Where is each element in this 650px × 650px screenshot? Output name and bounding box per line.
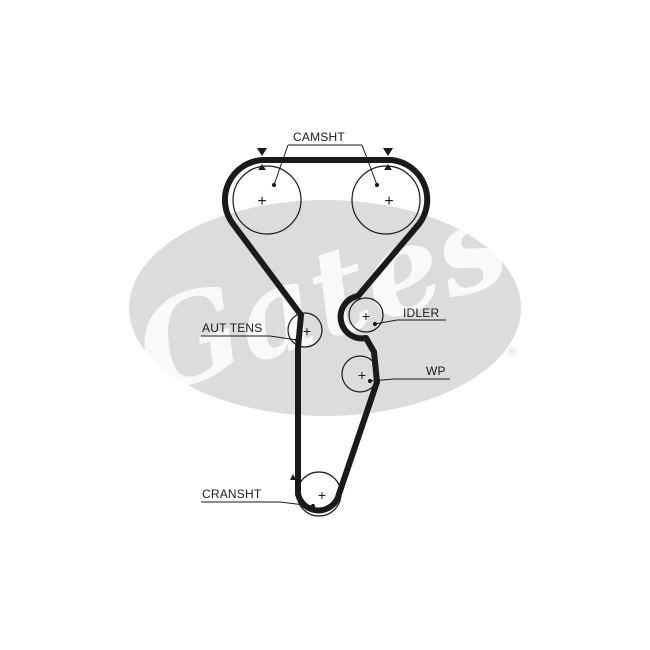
camshaft-right-center-mark: +	[384, 193, 393, 210]
auto-tensioner-leader-dot	[294, 337, 300, 343]
camshaft-left-timing-mark-lower-icon	[258, 164, 266, 170]
water-pump-leader-dot	[367, 378, 373, 384]
idler-label: IDLER	[403, 306, 439, 320]
brand-watermark: Gates ®	[119, 171, 524, 422]
leader-lines	[201, 144, 450, 509]
component-labels: CAMSHT IDLER AUT TENS WP CRANSHT	[202, 130, 446, 501]
pulley-center-marks: + + + + + +	[257, 193, 393, 503]
camshaft-right-timing-mark-icon	[383, 148, 393, 156]
idler-leader-dot	[372, 321, 378, 327]
auto-tensioner-label: AUT TENS	[202, 321, 263, 335]
camshaft-left-center-mark: +	[257, 193, 266, 210]
crankshaft-leader	[201, 501, 314, 507]
idler-pulley	[348, 297, 384, 333]
crankshaft-leader-dot	[310, 503, 316, 509]
camshaft-right-timing-mark-lower-icon	[384, 164, 392, 170]
water-pump-label: WP	[426, 364, 446, 378]
water-pump-leader	[369, 378, 450, 382]
camshaft-pulley-left	[232, 165, 302, 235]
idler-leader	[374, 319, 446, 325]
camshaft-left-timing-mark-icon	[257, 148, 267, 156]
watermark-oval	[129, 200, 521, 416]
camshaft-right-leader-dot	[374, 182, 380, 188]
auto-tensioner-center-mark: +	[303, 323, 311, 339]
watermark-registered-mark: ®	[508, 346, 516, 358]
pulleys	[232, 165, 421, 517]
camshaft-leader	[273, 144, 378, 186]
auto-tensioner-pulley	[287, 312, 323, 348]
crankshaft-label: CRANSHT	[202, 487, 262, 501]
crankshaft-timing-mark-icon	[290, 474, 296, 480]
idler-center-mark: +	[362, 308, 370, 324]
camshaft-pulley-right	[351, 165, 421, 235]
crankshaft-center-mark: +	[318, 487, 326, 503]
auto-tensioner-leader	[201, 335, 298, 341]
water-pump-center-mark: +	[358, 367, 366, 383]
camshaft-label: CAMSHT	[293, 130, 345, 144]
camshaft-left-leader-dot	[271, 182, 277, 188]
timing-belt	[221, 157, 431, 514]
timing-marks	[257, 148, 393, 480]
